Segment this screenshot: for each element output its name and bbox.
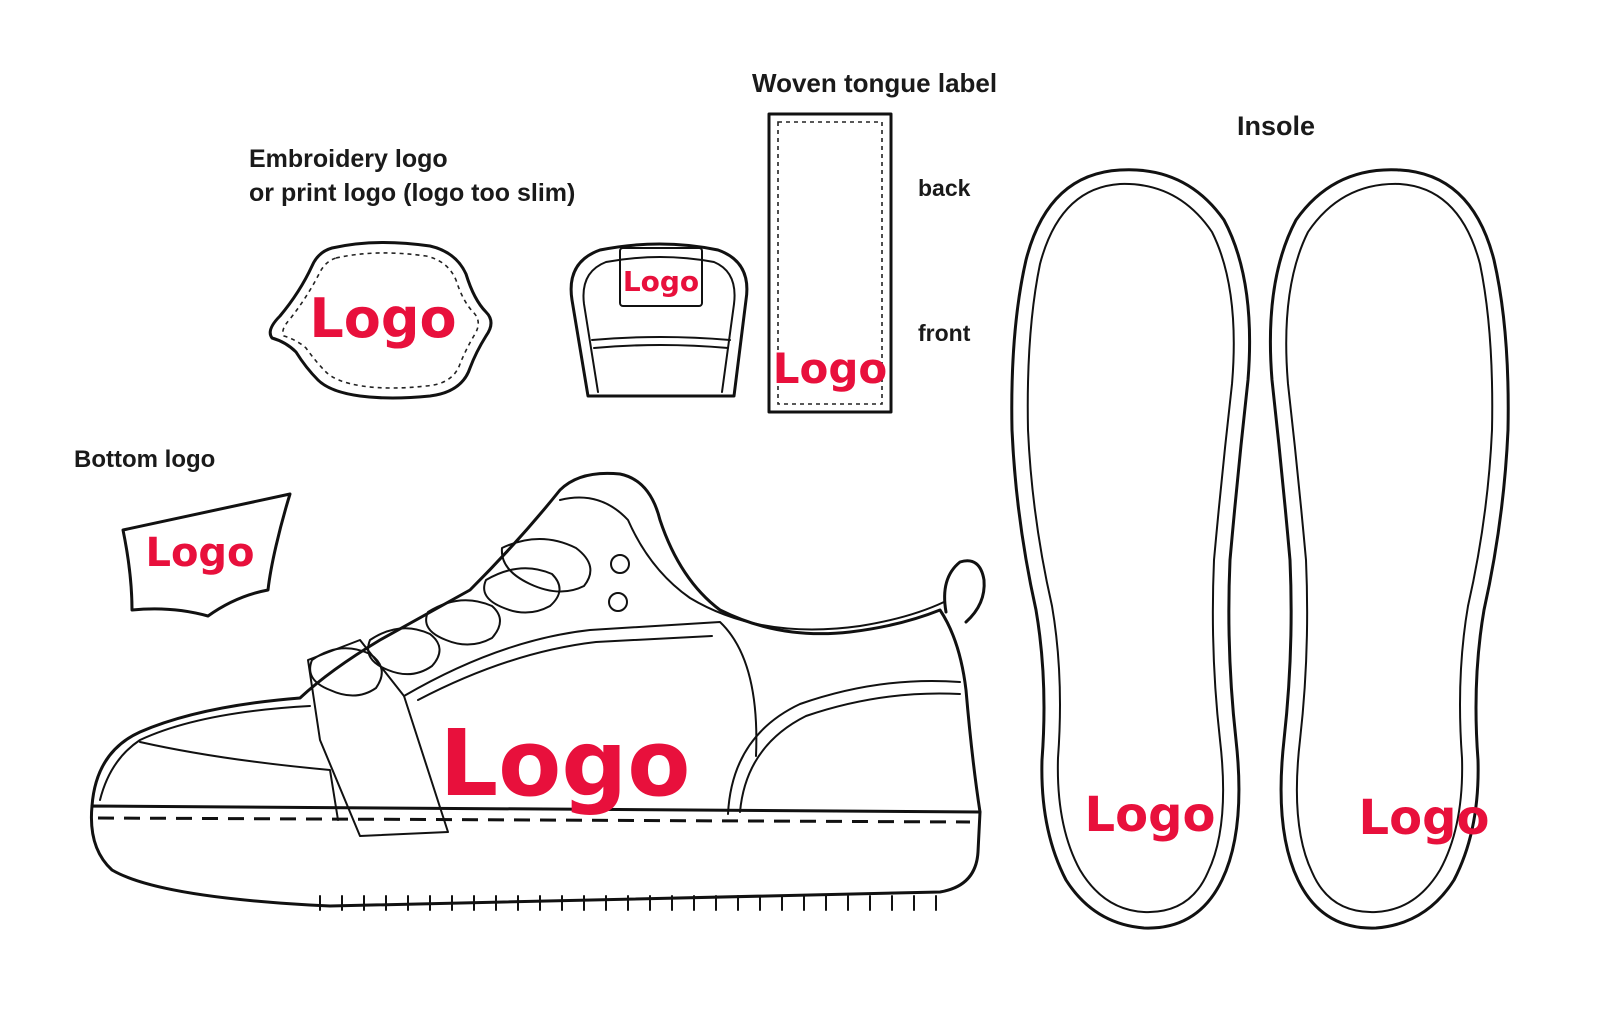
embroidery-patch-logo: Logo	[309, 287, 456, 350]
sneaker-side-view: Logo	[89, 471, 986, 911]
sole-treads	[319, 895, 937, 911]
sneaker-side-logo: Logo	[440, 710, 691, 817]
heel-tab-logo: Logo	[623, 265, 699, 298]
embroidery-logo-title-line2: or print logo (logo too slim)	[249, 179, 575, 207]
tongue-label-logo: Logo	[773, 344, 888, 393]
insole-title: Insole	[1237, 111, 1315, 141]
woven-tongue-label: Logo	[767, 112, 893, 414]
insole-right-logo: Logo	[1359, 790, 1490, 846]
bottom-logo-text: Logo	[145, 530, 254, 576]
insole-right: Logo	[1268, 168, 1510, 930]
embroidery-patch: Logo	[268, 240, 493, 400]
insole-left-logo: Logo	[1085, 787, 1216, 843]
heel-tab-view: Logo	[569, 242, 749, 398]
tongue-label-back-text: back	[918, 175, 971, 201]
bottom-logo-patch: Logo	[121, 492, 292, 618]
woven-tongue-label-title: Woven tongue label	[752, 68, 997, 98]
bottom-logo-title: Bottom logo	[74, 446, 215, 473]
embroidery-logo-title-line1: Embroidery logo	[249, 145, 448, 173]
tongue-label-front-text: front	[918, 320, 971, 346]
insole-left: Logo	[1010, 168, 1252, 930]
